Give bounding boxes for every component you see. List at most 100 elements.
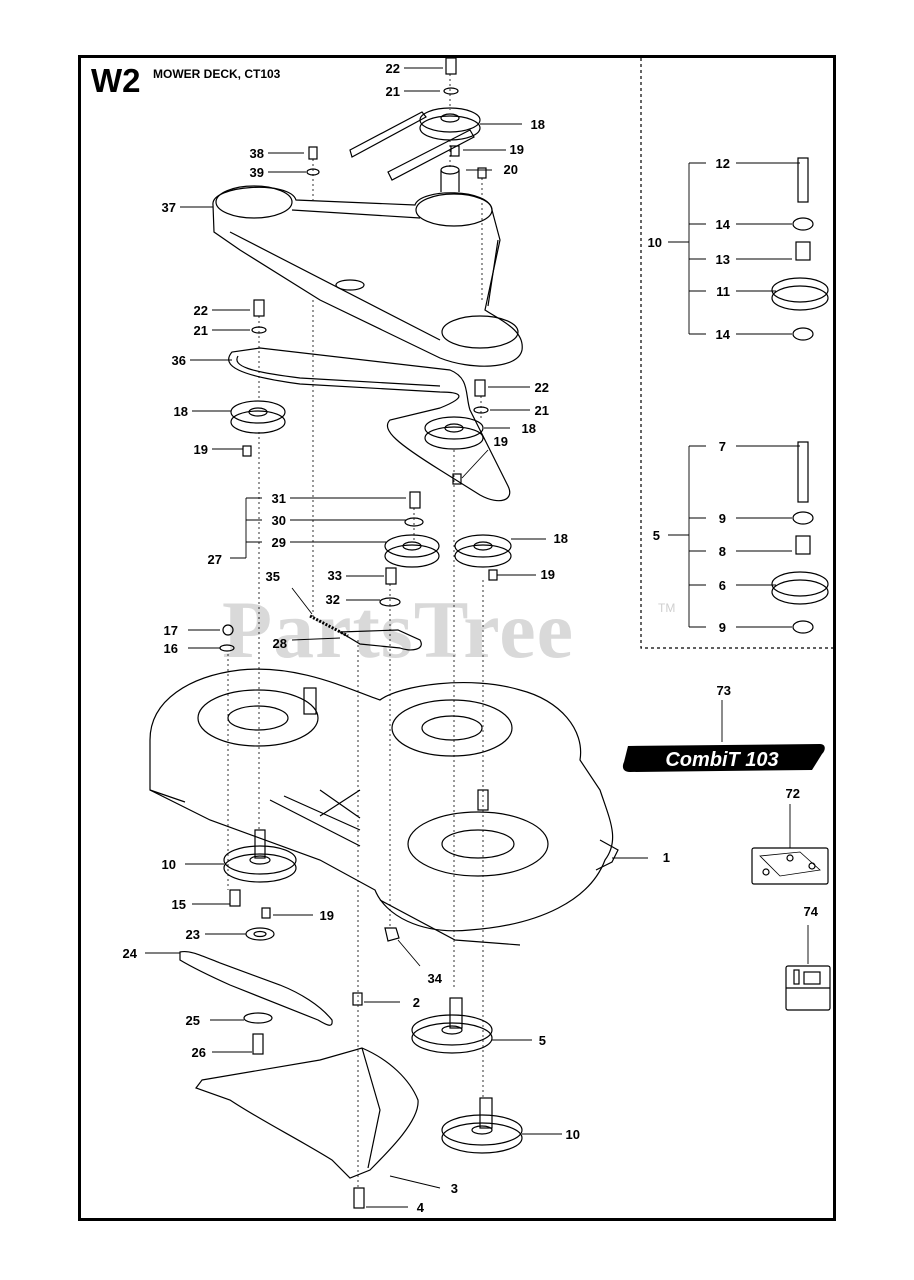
callout-21: 21 bbox=[386, 84, 400, 99]
pulley-18-right bbox=[454, 534, 512, 568]
callout-36: 36 bbox=[172, 353, 186, 368]
nut-17 bbox=[222, 624, 234, 636]
kit-callout-9: 9 bbox=[719, 511, 726, 526]
kit-10-parts bbox=[771, 157, 829, 341]
spindle-10-right bbox=[441, 1097, 523, 1154]
bolt-22-right bbox=[474, 379, 486, 397]
kit-5-parts bbox=[771, 441, 829, 634]
callout-28: 28 bbox=[273, 636, 287, 651]
kit-callout-6: 6 bbox=[719, 578, 726, 593]
callout-19: 19 bbox=[320, 908, 334, 923]
kit-callout-14: 14 bbox=[716, 327, 731, 342]
callout-73: 73 bbox=[717, 683, 731, 698]
callout-31: 31 bbox=[272, 491, 286, 506]
kit-callout-7: 7 bbox=[719, 439, 726, 454]
spindle-10-left bbox=[223, 829, 297, 883]
kit-box-divider bbox=[640, 58, 836, 649]
bolt-33 bbox=[385, 567, 397, 585]
callout-18: 18 bbox=[174, 404, 188, 419]
callout-3: 3 bbox=[451, 1181, 458, 1196]
kit-callout-12: 12 bbox=[716, 156, 730, 171]
key-19-left bbox=[242, 445, 252, 457]
callout-33: 33 bbox=[328, 568, 342, 583]
leader-lines bbox=[145, 67, 809, 1208]
callout-22: 22 bbox=[386, 61, 400, 76]
callout-10: 10 bbox=[566, 1127, 580, 1142]
callout-18: 18 bbox=[522, 421, 536, 436]
mower-deck-1 bbox=[149, 668, 619, 946]
page-code: W2 bbox=[91, 62, 141, 99]
kit-callout-5: 5 bbox=[653, 528, 660, 543]
callout-29: 29 bbox=[272, 535, 286, 550]
key-19-lower bbox=[261, 907, 271, 919]
callout-37: 37 bbox=[162, 200, 176, 215]
bolt-31 bbox=[409, 491, 421, 509]
callout-74: 74 bbox=[804, 904, 819, 919]
drive-belt-36 bbox=[228, 347, 511, 502]
decal-text: CombiT 103 bbox=[665, 749, 778, 771]
blade-24 bbox=[179, 950, 333, 1026]
washer-16 bbox=[219, 644, 235, 652]
page-title: MOWER DECK, CT103 bbox=[153, 67, 281, 81]
kit-callout-9: 9 bbox=[719, 620, 726, 635]
pulley-18-center bbox=[424, 416, 484, 450]
nut-34 bbox=[384, 927, 400, 942]
kit-callout-14: 14 bbox=[716, 217, 731, 232]
callout-32: 32 bbox=[326, 592, 340, 607]
decal-73: CombiT 103 bbox=[622, 744, 825, 772]
belt-segment-left bbox=[349, 111, 427, 158]
callout-25: 25 bbox=[186, 1013, 200, 1028]
pulley-18-left bbox=[230, 400, 286, 434]
bolt-38 bbox=[308, 146, 318, 160]
kit-callout-10: 10 bbox=[648, 235, 662, 250]
callout-19: 19 bbox=[541, 567, 555, 582]
callout-21: 21 bbox=[535, 403, 549, 418]
idler-pulley-29 bbox=[384, 534, 440, 568]
kit-callout-13: 13 bbox=[716, 252, 730, 267]
washer-21-top bbox=[443, 87, 459, 95]
kit-callout-11: 11 bbox=[716, 284, 730, 299]
pulley-18-top bbox=[419, 107, 481, 141]
key-19-top bbox=[450, 145, 460, 157]
callout-18: 18 bbox=[554, 531, 568, 546]
tension-arm-28 bbox=[337, 629, 422, 651]
belt-cover-37 bbox=[212, 185, 523, 367]
callout-19: 19 bbox=[494, 434, 508, 449]
callout-38: 38 bbox=[250, 146, 264, 161]
callout-24: 24 bbox=[123, 946, 138, 961]
callout-39: 39 bbox=[250, 165, 264, 180]
callout-26: 26 bbox=[192, 1045, 206, 1060]
bolt-22-top bbox=[445, 57, 457, 75]
callout-19: 19 bbox=[510, 142, 524, 157]
bolt-15 bbox=[229, 889, 241, 907]
discharge-chute-3 bbox=[195, 1047, 419, 1179]
kit-callout-8: 8 bbox=[719, 544, 726, 559]
screw-20 bbox=[477, 167, 487, 179]
spacer-sleeve bbox=[440, 170, 460, 192]
callout-2: 2 bbox=[413, 995, 420, 1010]
callout-21: 21 bbox=[194, 323, 208, 338]
callout-72: 72 bbox=[786, 786, 800, 801]
callout-35: 35 bbox=[266, 569, 280, 584]
label-72 bbox=[751, 847, 829, 885]
alignment-lines bbox=[227, 74, 484, 1188]
callout-18: 18 bbox=[531, 117, 545, 132]
callout-5: 5 bbox=[539, 1033, 546, 1048]
label-74 bbox=[785, 965, 831, 1011]
callout-23: 23 bbox=[186, 927, 200, 942]
callout-22: 22 bbox=[194, 303, 208, 318]
bolt-26 bbox=[252, 1033, 264, 1055]
callout-17: 17 bbox=[164, 623, 178, 638]
bolt-4 bbox=[353, 1187, 365, 1209]
spindle-5 bbox=[411, 997, 493, 1054]
key-19-right bbox=[488, 569, 498, 581]
belt-segment-right bbox=[387, 129, 475, 181]
callout-34: 34 bbox=[428, 971, 443, 986]
callout-1: 1 bbox=[663, 850, 670, 865]
callout-20: 20 bbox=[504, 162, 518, 177]
callout-30: 30 bbox=[272, 513, 286, 528]
bolt-22-left bbox=[253, 299, 265, 317]
callout-19: 19 bbox=[194, 442, 208, 457]
